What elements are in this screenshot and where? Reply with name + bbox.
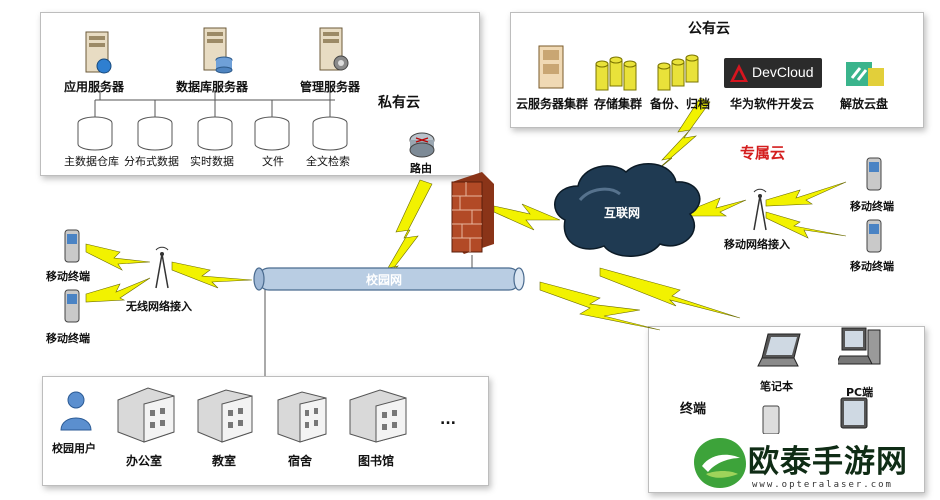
dedicated-cloud-title: 专属云: [740, 144, 786, 162]
mobile-terminal-right-top-label: 移动终端: [850, 200, 894, 213]
public-cloud-title: 公有云: [688, 21, 730, 37]
classroom-building-icon: [197, 389, 253, 443]
lightning-bolts: [85, 97, 847, 331]
campus-user-icon: [60, 391, 92, 431]
monitor-icon: [840, 397, 868, 429]
wireless-access-label: 无线网络接入: [126, 300, 192, 313]
lightning-internet-mobile: [689, 197, 747, 217]
library-building-icon: [349, 389, 407, 443]
mgmt-server-label: 管理服务器: [300, 80, 361, 94]
mobile-phone-right-top-icon: [866, 157, 882, 191]
terminals-title: 终端: [680, 402, 707, 417]
tablet-icon: [762, 405, 780, 434]
jiefang-cloud-drive-icon: [846, 62, 884, 86]
distributed-data-label: 分布式数据: [124, 155, 179, 168]
cloud-server-cluster-icon: [538, 45, 564, 89]
app-server-icon: [85, 31, 112, 74]
campus-user-label: 校园用户: [52, 442, 96, 455]
campus-more-ellipsis: ...: [440, 412, 456, 428]
lightning-wireless-phone1: [85, 243, 151, 271]
lightning-firewall-internet: [493, 203, 561, 231]
campus-net-label: 校园网: [366, 273, 403, 287]
watermark-logo-icon: [694, 438, 746, 488]
firewall-shape: [451, 172, 494, 254]
lightning-mobile-phone1: [765, 181, 847, 207]
db-server-label: 数据库服务器: [176, 80, 249, 94]
pc-icon: [838, 327, 881, 365]
lightning-campus-terminals-b: [599, 267, 741, 319]
pc-label: PC端: [846, 386, 874, 399]
laptop-label: 笔记本: [760, 380, 793, 393]
huawei-devcloud-label: 华为软件开发云: [730, 97, 815, 111]
cloud-server-cluster-label: 云服务器集群: [516, 97, 589, 111]
router-label: 路由: [410, 162, 432, 175]
storage-cluster-label: 存储集群: [594, 97, 643, 111]
mobile-terminal-left-bottom-label: 移动终端: [46, 332, 90, 345]
dormitory-building-icon: [277, 391, 327, 443]
office-label: 办公室: [126, 454, 163, 468]
classroom-label: 教室: [212, 454, 237, 468]
realtime-data-disk-icon: [197, 116, 233, 151]
library-label: 图书馆: [358, 454, 395, 468]
storage-cluster-icon: [595, 56, 637, 91]
fulltext-search-disk-icon: [312, 116, 348, 151]
server-tree-lines: [94, 90, 335, 118]
app-server-label: 应用服务器: [64, 80, 125, 94]
lightning-wireless-campus: [171, 261, 253, 289]
internet-cloud-shape: [554, 163, 701, 257]
mobile-terminal-left-top-label: 移动终端: [46, 270, 90, 283]
office-building-icon: [117, 387, 175, 443]
lightning-router-campus: [385, 179, 433, 279]
mobile-phone-left-top-icon: [64, 229, 80, 263]
watermark: 欧泰手游网 www.opteralaser.com: [690, 430, 940, 500]
file-disk-icon: [254, 116, 290, 151]
fulltext-search-label: 全文检索: [306, 155, 350, 168]
devcloud-logo-icon: DevCloud: [724, 58, 822, 88]
mobile-phone-right-bottom-icon: [866, 219, 882, 253]
main-warehouse-label: 主数据仓库: [64, 155, 119, 168]
internet-label: 互联网: [604, 206, 641, 220]
mgmt-server-icon: [319, 27, 349, 71]
file-label: 文件: [262, 155, 284, 168]
watermark-url: www.opteralaser.com: [752, 480, 893, 490]
watermark-name: 欧泰手游网: [748, 444, 908, 480]
backup-archive-label: 备份、归档: [650, 97, 711, 111]
mobile-terminal-right-bottom-label: 移动终端: [850, 260, 894, 273]
distributed-data-disk-icon: [137, 116, 173, 151]
realtime-data-label: 实时数据: [190, 155, 234, 168]
laptop-icon: [757, 333, 801, 367]
lightning-mobile-phone2: [765, 211, 847, 239]
mobile-access-antenna-icon: [753, 188, 767, 231]
mobile-phone-left-bottom-icon: [64, 289, 80, 323]
campus-net-pipe: [253, 267, 525, 291]
wireless-access-antenna-icon: [155, 246, 169, 289]
router-icon: [409, 132, 435, 158]
dormitory-label: 宿舍: [288, 454, 313, 468]
private-cloud-title: 私有云: [378, 95, 420, 111]
jiefang-cloud-drive-label: 解放云盘: [840, 97, 889, 111]
db-server-icon: [203, 27, 233, 74]
mobile-access-label: 移动网络接入: [724, 238, 790, 251]
lightning-wireless-phone2: [85, 277, 151, 303]
main-warehouse-disk-icon: [77, 116, 113, 151]
campus-box: [42, 376, 489, 486]
backup-archive-icon: [657, 54, 699, 91]
lightning-campus-terminals: [539, 281, 661, 331]
devcloud-logo-text: DevCloud: [752, 64, 814, 80]
